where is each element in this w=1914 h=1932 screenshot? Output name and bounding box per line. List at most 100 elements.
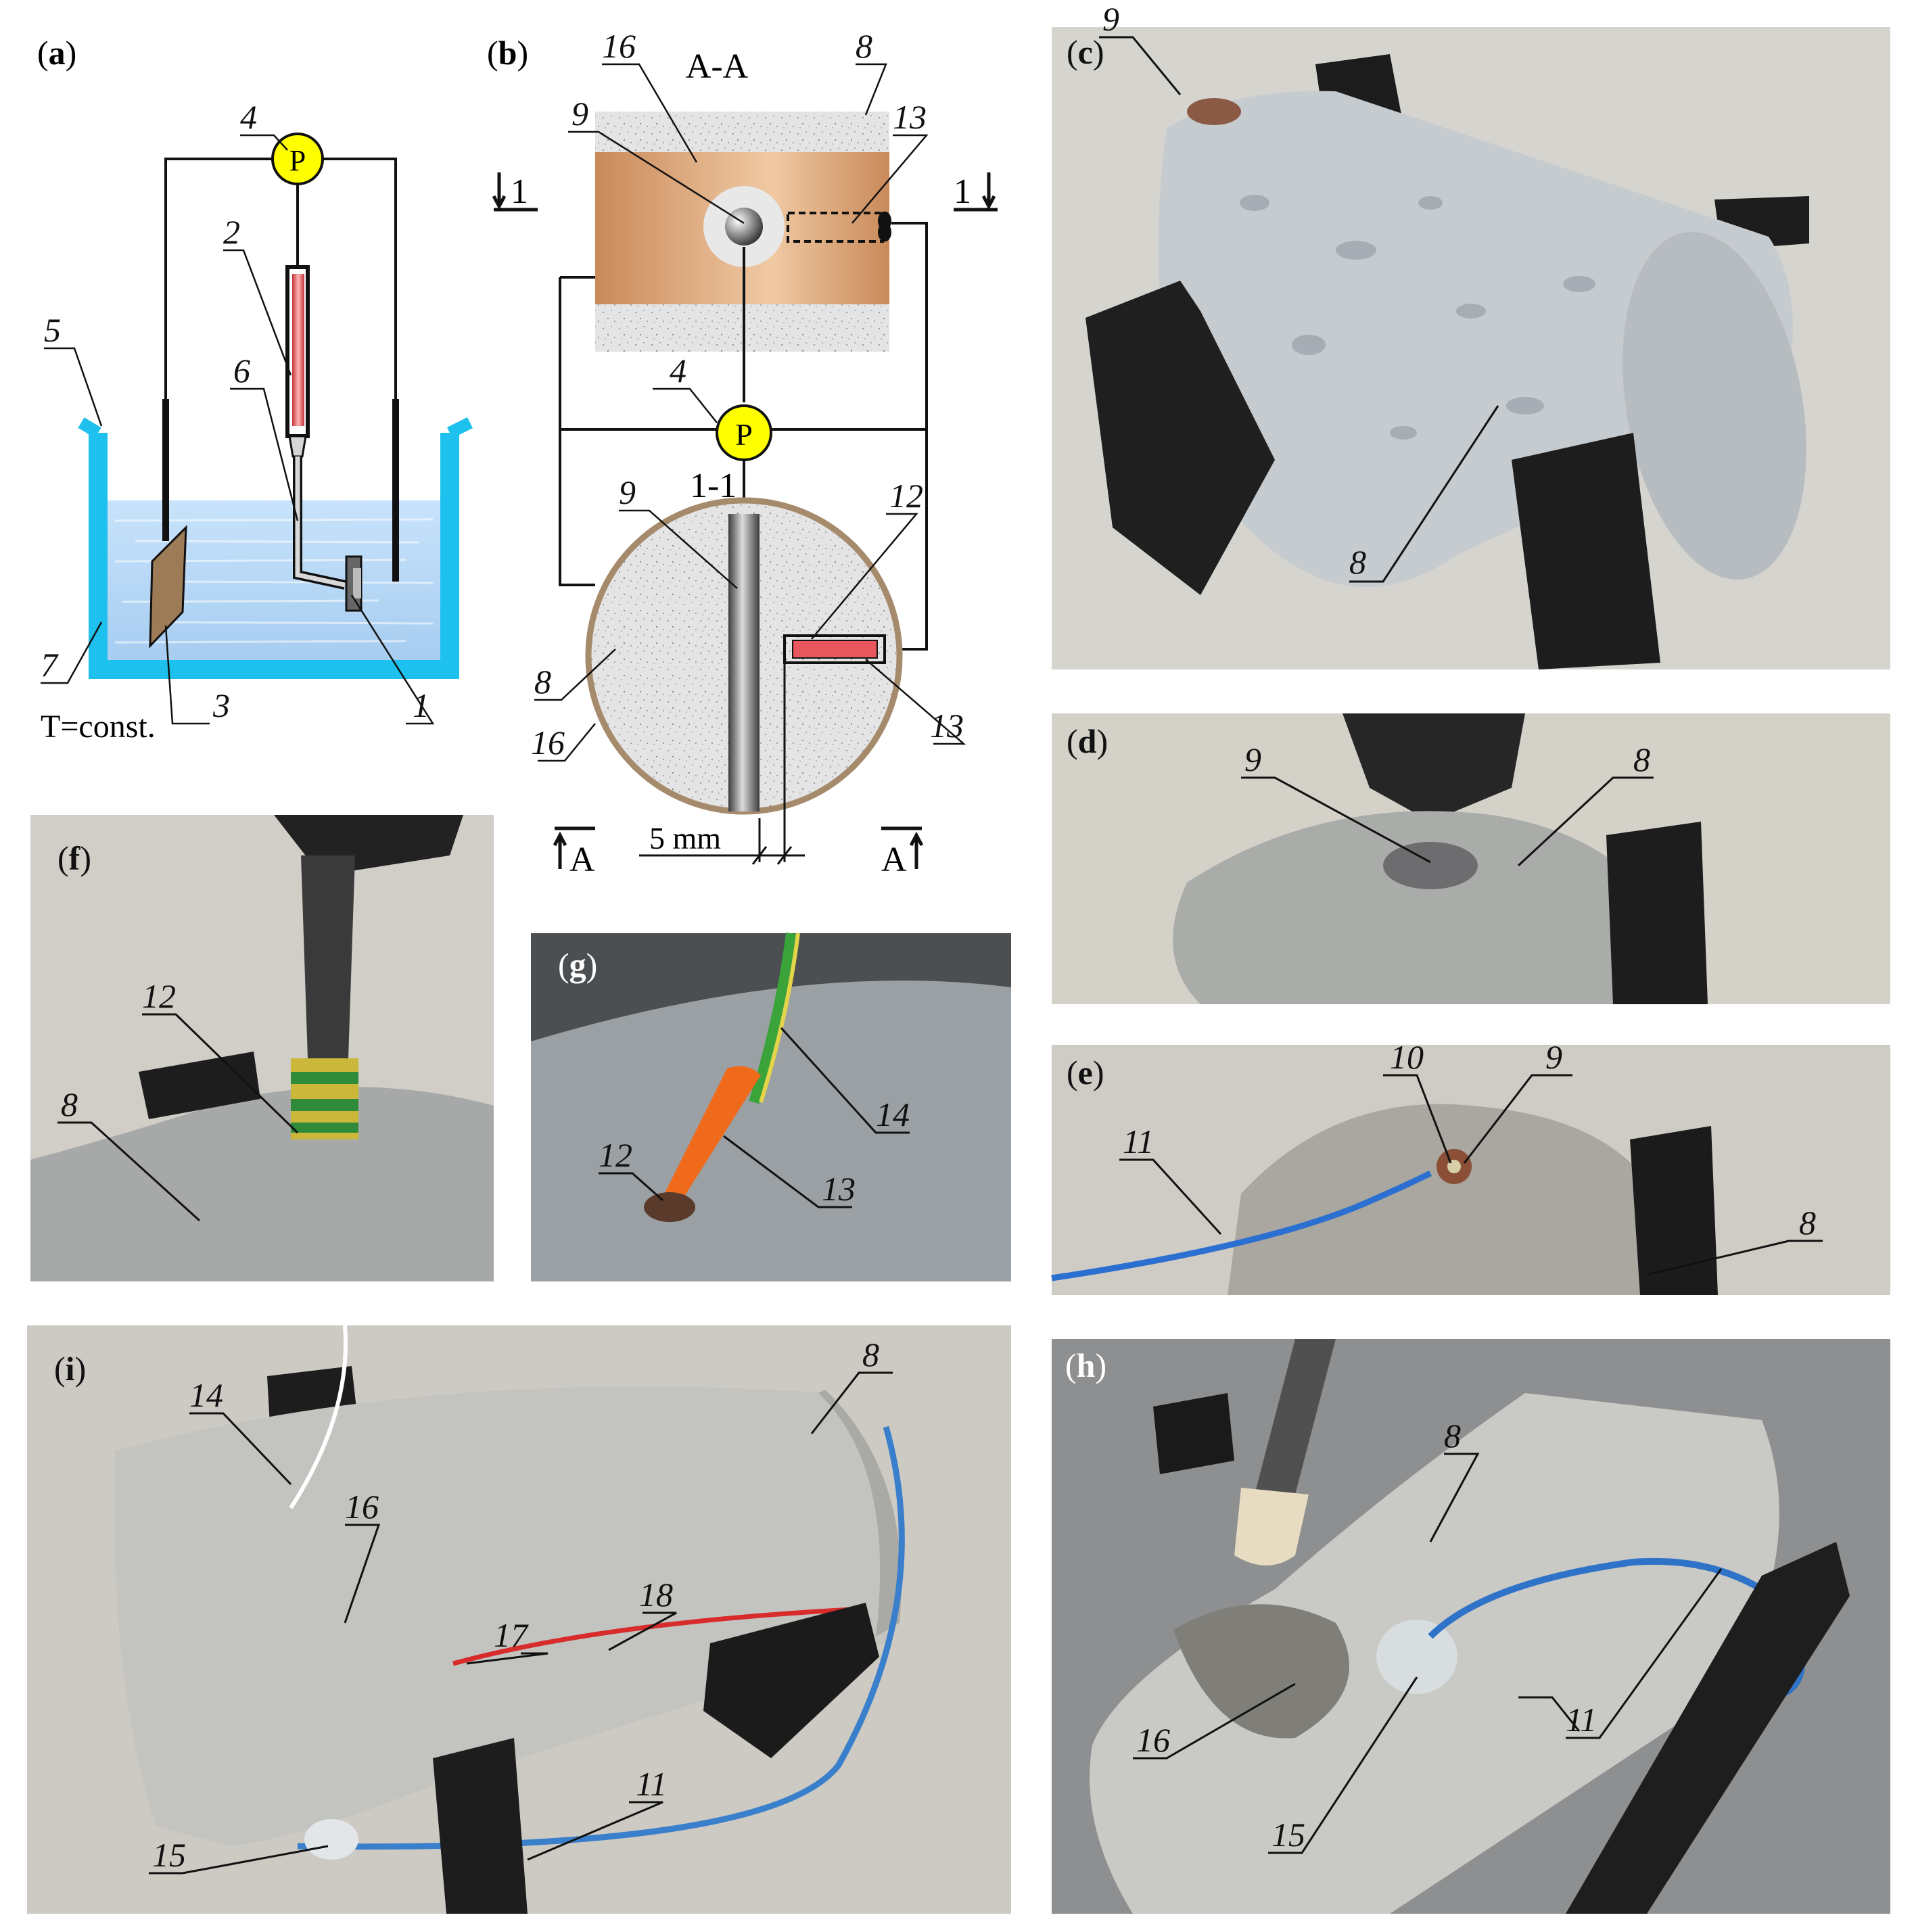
panel-a-diagram: (a) P <box>37 34 473 745</box>
panel-f-tag: (f) <box>57 839 91 877</box>
panel-h-tag: (h) <box>1065 1346 1107 1384</box>
svg-text:1: 1 <box>954 172 971 211</box>
svg-text:13: 13 <box>893 98 927 136</box>
meter-symbol-b: P <box>735 417 753 452</box>
brush-handle <box>1255 1339 1336 1494</box>
panel-f-photo: 12 8 (f) <box>30 815 494 1281</box>
sealant <box>304 1819 358 1860</box>
svg-text:13: 13 <box>822 1170 856 1208</box>
drill-bit <box>301 855 355 1058</box>
svg-text:8: 8 <box>1799 1204 1816 1242</box>
svg-text:10: 10 <box>1390 1038 1424 1076</box>
svg-text:3: 3 <box>212 686 230 724</box>
svg-text:8: 8 <box>1444 1417 1461 1455</box>
panel-b: (b) A-A 1 1 P 1-1 <box>487 0 1048 893</box>
cut-marker-a-left: A <box>553 826 595 879</box>
svg-text:13: 13 <box>930 707 964 745</box>
svg-text:12: 12 <box>142 977 176 1015</box>
reference-electrode <box>292 274 304 426</box>
svg-text:18: 18 <box>639 1576 673 1613</box>
svg-text:8: 8 <box>862 1336 879 1373</box>
panel-a: (a) P <box>0 0 487 757</box>
svg-text:2: 2 <box>223 213 240 251</box>
temperature-note: T=const. <box>41 709 156 745</box>
green-wire <box>749 933 797 1104</box>
red-wire <box>452 1607 853 1666</box>
meter-symbol: P <box>289 144 306 177</box>
svg-text:11: 11 <box>1566 1701 1597 1739</box>
svg-text:5 mm: 5 mm <box>649 821 721 855</box>
svg-text:14: 14 <box>876 1095 910 1133</box>
cut-marker-1-left: 1 <box>492 172 538 212</box>
brush-bristles <box>1234 1488 1309 1565</box>
svg-text:16: 16 <box>531 724 565 761</box>
svg-text:4: 4 <box>670 352 686 390</box>
svg-text:1: 1 <box>413 686 429 724</box>
panel-i-tag: (i) <box>54 1350 87 1388</box>
svg-text:16: 16 <box>345 1488 379 1526</box>
counter-electrode <box>149 525 187 649</box>
section-11-ref-channel <box>783 634 886 664</box>
panel-b-diagram: (b) A-A 1 1 P 1-1 <box>487 27 998 879</box>
panel-c-photo: 9 8 (c) <box>1052 0 1890 669</box>
sealant-h <box>1376 1620 1457 1694</box>
svg-text:9: 9 <box>1102 0 1119 38</box>
panel-d-tag: (d) <box>1067 722 1108 760</box>
svg-text:15: 15 <box>1271 1816 1305 1854</box>
panel-i-photo: 14 8 16 17 18 11 15 (i) <box>27 1325 1011 1914</box>
svg-text:14: 14 <box>189 1376 223 1414</box>
svg-text:6: 6 <box>233 352 250 390</box>
panel-a-tag: (a) <box>37 34 76 72</box>
section-aa-title: A-A <box>686 47 749 86</box>
svg-text:7: 7 <box>41 646 59 684</box>
vessel-wall <box>89 433 459 679</box>
svg-text:16: 16 <box>1136 1721 1170 1759</box>
panel-b-tag: (b) <box>487 34 528 72</box>
svg-text:A: A <box>881 841 907 879</box>
section-11-rod <box>728 514 760 811</box>
svg-text:9: 9 <box>619 473 636 511</box>
svg-text:8: 8 <box>856 27 872 65</box>
section-11-ref-electrode <box>792 640 878 659</box>
panel-h-photo: 8 11 16 15 (h) <box>1052 1339 1890 1914</box>
section-aa-rod <box>725 208 763 245</box>
svg-text:1: 1 <box>511 172 528 211</box>
panel-g-photo: 12 14 13 (g) <box>531 933 1011 1281</box>
panel-e-tag: (e) <box>1067 1054 1104 1091</box>
white-wire <box>289 1325 348 1509</box>
svg-text:5: 5 <box>44 311 61 349</box>
blue-wire <box>1051 1170 1432 1281</box>
svg-text:8: 8 <box>534 663 551 701</box>
panel-e-photo: 10 9 11 8 (e) <box>1051 1038 1890 1295</box>
mortar-coating <box>1173 1604 1349 1739</box>
svg-text:8: 8 <box>1349 543 1366 581</box>
panel-c-tag: (c) <box>1067 33 1104 71</box>
svg-text:17: 17 <box>494 1616 529 1654</box>
concrete-cylinder-i <box>114 1386 890 1846</box>
svg-text:12: 12 <box>889 477 923 515</box>
svg-text:12: 12 <box>599 1136 632 1174</box>
svg-text:A: A <box>569 841 595 879</box>
svg-text:8: 8 <box>61 1085 78 1123</box>
drill-shavings <box>1383 842 1478 889</box>
orange-reference-probe <box>659 1066 761 1210</box>
svg-text:9: 9 <box>1545 1038 1562 1076</box>
svg-text:8: 8 <box>1633 740 1650 778</box>
svg-text:11: 11 <box>1123 1123 1154 1160</box>
svg-text:11: 11 <box>636 1765 667 1803</box>
concrete-cylinder-e <box>1228 1104 1674 1295</box>
svg-text:16: 16 <box>602 27 636 65</box>
svg-text:4: 4 <box>240 98 257 136</box>
panel-d-photo: 9 8 (d) <box>1052 713 1890 1004</box>
svg-text:15: 15 <box>152 1836 186 1874</box>
panel-g-tag: (g) <box>558 946 598 984</box>
dimension-5mm: 5 mm <box>639 663 805 865</box>
rod-end <box>1187 98 1241 125</box>
cut-marker-a-right: A <box>881 826 924 879</box>
concrete-cylinder-f <box>30 1087 494 1281</box>
blue-wire-i <box>297 1426 905 1850</box>
concrete-cylinder-d <box>1173 811 1674 1004</box>
drill <box>1343 713 1525 822</box>
cut-marker-1-right: 1 <box>954 172 998 212</box>
svg-text:9: 9 <box>571 95 588 133</box>
